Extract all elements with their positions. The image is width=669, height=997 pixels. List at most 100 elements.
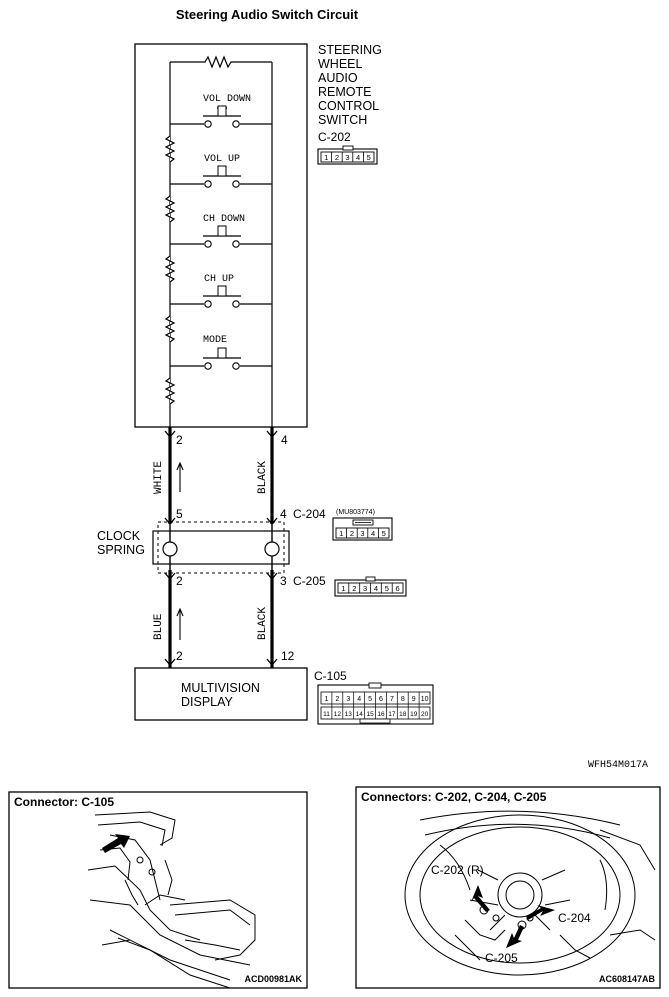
connector-c202-face: 1 2 3 4 5 [317, 145, 378, 165]
clock-spring-label: CLOCK [97, 529, 141, 543]
panel-title: Connector: C-105 [14, 795, 114, 809]
pin-number: 13 [345, 711, 353, 718]
switch-block: VOL DOWN VOL UP CH DOWN CH UP [134, 43, 382, 428]
pin-number: 16 [377, 711, 385, 718]
clock-spring-label: SPRING [97, 543, 145, 557]
pin-number: 5 [382, 529, 386, 538]
switch-mode: MODE [170, 335, 272, 370]
pin-number: 12 [281, 649, 295, 663]
display-label: DISPLAY [181, 695, 234, 709]
pin-number: 9 [412, 696, 416, 703]
switch-label: MODE [203, 335, 227, 346]
switch-block-outline [134, 43, 308, 428]
switch-name-line: STEERING [318, 43, 382, 57]
panel-code: AC608147AB [599, 974, 656, 984]
pin-number: 4 [281, 433, 288, 447]
pin-number: 12 [334, 711, 342, 718]
switch-ch-down: CH DOWN [170, 214, 272, 248]
pin-number: 4 [280, 507, 287, 521]
connector-c204-part: (MU803774) [336, 509, 375, 516]
connector-c205-label: C-205 [293, 574, 326, 588]
pin-number: 5 [385, 584, 389, 593]
rail-resistors [164, 135, 176, 405]
steering-wheel-illustration [404, 810, 656, 976]
pointer-arrow-icon [102, 834, 130, 853]
clock-spring-dashed [157, 521, 285, 574]
pin-number: 8 [401, 696, 405, 703]
switch-label: VOL DOWN [203, 94, 251, 105]
pin-number: 3 [280, 574, 287, 588]
pin-number: 1 [341, 584, 345, 593]
pin-number: 4 [356, 153, 360, 162]
pin-number: 5 [368, 696, 372, 703]
switch-vol-up: VOL UP [170, 154, 272, 188]
pin-number: 2 [176, 433, 183, 447]
connector-c105-label: C-105 [314, 669, 347, 683]
switch-label: CH DOWN [203, 214, 245, 225]
pin-number: 2 [352, 584, 356, 593]
pin-number: 7 [390, 696, 394, 703]
wire-color-black: BLACK [257, 607, 269, 640]
connector-c205-face: 1 2 3 4 5 6 [334, 576, 407, 597]
pointer-arrow-icon [506, 925, 524, 948]
top-resistor [170, 55, 272, 69]
pin-number: 2 [350, 529, 354, 538]
pin-number: 2 [176, 574, 183, 588]
pin-number: 5 [176, 507, 183, 521]
multivision-display: MULTIVISION DISPLAY C-105 1 2 3 4 5 6 [134, 667, 434, 725]
wire-color-white: WHITE [153, 461, 165, 494]
display-label: MULTIVISION [181, 681, 260, 695]
connector-c105-face: 1 2 3 4 5 6 7 8 9 10 11 12 13 14 15 16 1… [317, 682, 434, 725]
pointer-arrow-icon [526, 905, 555, 920]
switch-name-line: AUDIO [318, 71, 358, 85]
panel-title: Connectors: C-202, C-204, C-205 [361, 790, 547, 804]
harness-wires [164, 427, 278, 668]
pin-number: 3 [360, 529, 364, 538]
wire-color-black: BLACK [257, 461, 269, 494]
switch-name-line: WHEEL [318, 57, 363, 71]
wire-color-blue: BLUE [153, 613, 165, 640]
wire-color-labels: WHITE BLACK BLUE BLACK [153, 461, 269, 640]
pin-number: 20 [421, 711, 429, 718]
panel-connectors-c202-c204-c205: Connectors: C-202, C-204, C-205 C-202 (R… [355, 786, 661, 989]
connector-c202-label: C-202 [318, 130, 351, 144]
pin-number: 6 [396, 584, 400, 593]
pin-number: 3 [346, 696, 350, 703]
pin-number: 10 [421, 696, 429, 703]
switch-name-line: SWITCH [318, 113, 367, 127]
diagram-code: WFH54M017A [588, 760, 648, 771]
switch-label: CH UP [204, 274, 234, 285]
pin-number: 2 [176, 649, 183, 663]
pin-number: 1 [325, 696, 329, 703]
panel-code: ACD00981AK [244, 974, 302, 984]
switch-label: VOL UP [204, 154, 240, 165]
pin-number: 2 [335, 153, 339, 162]
pin-number: 17 [388, 711, 396, 718]
wire-pin-numbers: 2 4 5 4 2 3 2 12 [176, 433, 295, 663]
callout-c204: C-204 [558, 911, 591, 925]
pin-number: 15 [366, 711, 374, 718]
pin-number: 1 [324, 153, 328, 162]
diagram-title: Steering Audio Switch Circuit [176, 7, 359, 22]
switch-name-line: REMOTE [318, 85, 371, 99]
pin-number: 14 [356, 711, 364, 718]
callout-c205: C-205 [485, 951, 518, 965]
console-illustration [87, 811, 256, 989]
clock-spring: CLOCK SPRING C-204 (MU803774) 1 2 3 4 5 … [97, 507, 407, 597]
pin-number: 18 [399, 711, 407, 718]
connector-c204-label: C-204 [293, 507, 326, 521]
callout-c202: C-202 (R) [431, 863, 484, 877]
switch-vol-down: VOL DOWN [170, 94, 272, 128]
pin-number: 11 [323, 711, 330, 718]
pin-number: 4 [357, 696, 361, 703]
pin-number: 4 [371, 529, 375, 538]
pin-number: 5 [367, 153, 371, 162]
pin-number: 4 [374, 584, 378, 593]
pin-number: 1 [339, 529, 343, 538]
switch-name-line: CONTROL [318, 99, 379, 113]
pin-number: 3 [345, 153, 349, 162]
panel-connector-c105: Connector: C-105 ACD00981AK [8, 791, 308, 989]
switch-block-name: STEERING WHEEL AUDIO REMOTE CONTROL SWIT… [318, 43, 382, 127]
switch-ch-up: CH UP [170, 274, 272, 308]
